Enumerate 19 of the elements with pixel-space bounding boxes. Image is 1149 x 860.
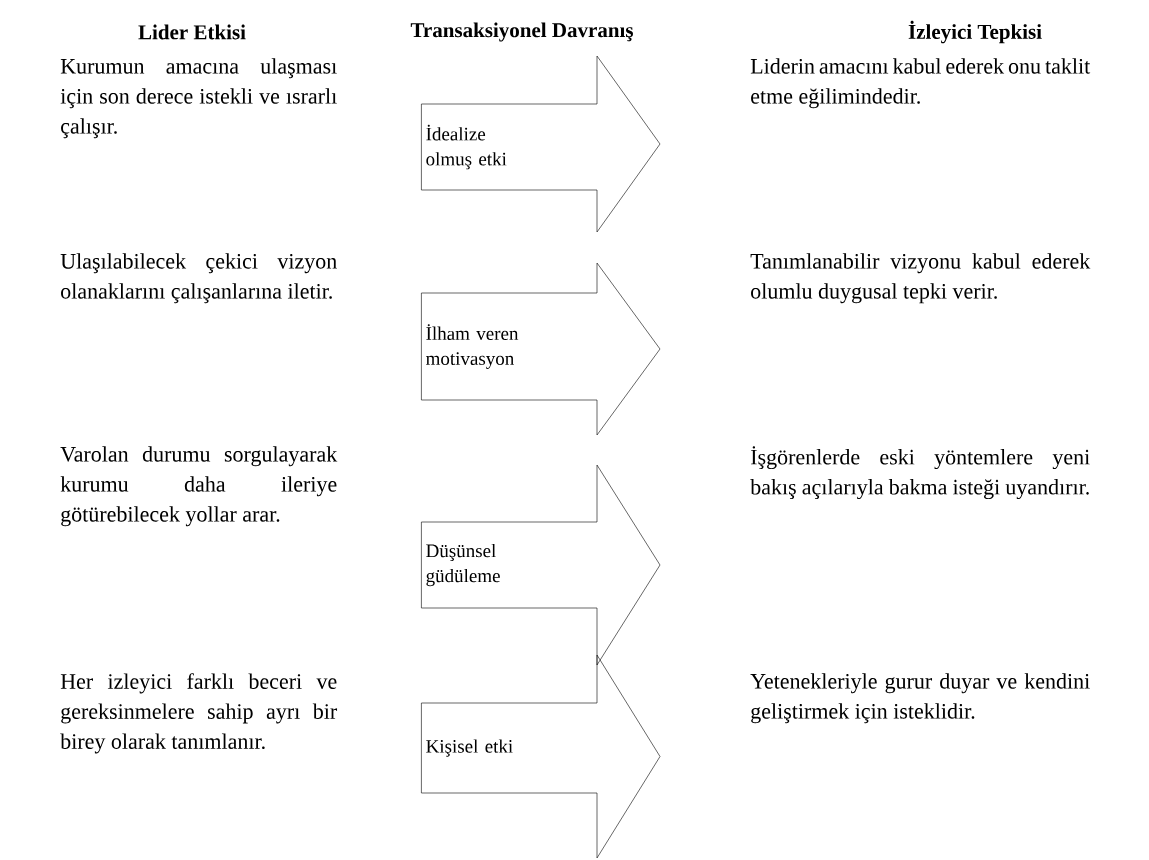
description-text: İşgörenlerde eski yöntemlere yeni bakış açılarıyla bakma isteği uyandırır. xyxy=(750,446,1090,500)
description-text: Varolan durumu sorgulayarak kurumu daha ileriye götürebilecek yollar arar. xyxy=(60,446,338,527)
description-text: Ulaşılabilecek çekici vizyon olanaklarını çalışanlarına iletir. xyxy=(60,253,337,304)
column-heading: Lider Etkisi xyxy=(138,24,246,40)
description-text: Her izleyici farklı beceri ve gereksinmelere sahip ayrı bir birey olarak tanımlanır. xyxy=(60,673,338,754)
description-text: Liderin amacını kabul ederek onu taklit etme eğilimindedir. xyxy=(750,58,1091,109)
description-text: Tanımlanabilir vizyonu kabul ederek olumlu duygusal tepki verir. xyxy=(750,253,1091,304)
block-arrow xyxy=(421,654,661,859)
block-arrow xyxy=(421,55,661,233)
column-heading: Transaksiyonel Davranış xyxy=(410,22,633,42)
edge-label: İdealize olmuş etki xyxy=(426,124,507,170)
description-text: Yetenekleriyle gurur duyar ve kendini geliştirmek için isteklidir. xyxy=(750,673,1090,724)
block-arrow xyxy=(421,464,661,666)
edge-label: İlham veren motivasyon xyxy=(426,324,519,369)
column-heading: İzleyici Tepkisi xyxy=(908,20,1042,44)
description-text: Kurumun amacına ulaşması için son derece istekli ve ısrarlı çalışır. xyxy=(60,58,337,139)
edge-label: Düşünsel güdüleme xyxy=(426,543,500,587)
edge-label: Kişisel etki xyxy=(426,739,513,757)
block-arrow xyxy=(421,262,661,436)
